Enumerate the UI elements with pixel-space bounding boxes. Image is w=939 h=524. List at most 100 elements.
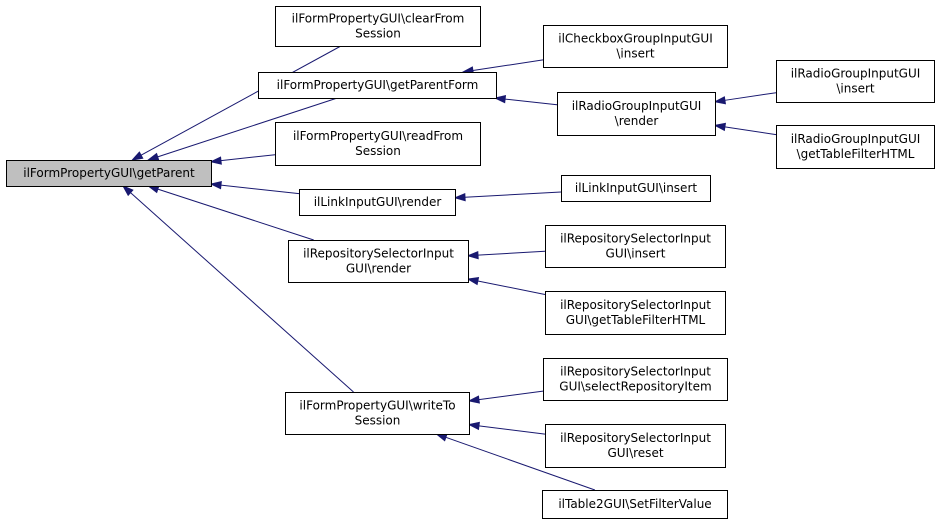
edge-line xyxy=(477,280,546,295)
node-label-line: ilFormPropertyGUI\clearFrom xyxy=(292,12,465,26)
node-box[interactable] xyxy=(561,175,711,202)
edge-arrowhead xyxy=(130,151,144,161)
edge-arrowhead xyxy=(713,96,727,105)
call-edge-clearFromSession-to-getParent xyxy=(130,45,342,161)
node-label-line: \insert xyxy=(616,47,655,61)
node-box[interactable] xyxy=(543,358,728,401)
node-label-line: \getTableFilterHTML xyxy=(797,147,915,161)
node-label-line: ilRepositorySelectorInput xyxy=(560,298,711,312)
node-label-line: Session xyxy=(355,144,401,158)
node-getParent[interactable]: ilFormPropertyGUI\getParent xyxy=(6,160,212,187)
node-label-line: ilRepositorySelectorInput xyxy=(560,431,711,445)
edge-arrowhead xyxy=(466,250,479,260)
call-edge-radioInsert-to-radioRender xyxy=(713,92,777,105)
edge-line xyxy=(140,45,342,156)
node-label-line: ilFormPropertyGUI\getParentForm xyxy=(277,78,479,92)
call-edge-linkInsert-to-linkRender xyxy=(453,191,562,202)
node-box[interactable] xyxy=(543,25,728,68)
node-box[interactable] xyxy=(557,92,716,136)
node-radioInsert[interactable]: ilRadioGroupInputGUI\insert xyxy=(776,60,935,103)
node-label-line: \render xyxy=(615,114,659,128)
edge-line xyxy=(445,436,596,491)
node-label-line: \insert xyxy=(836,82,875,96)
node-label-line: Session xyxy=(355,27,401,41)
call-edge-repoRender-to-getParent xyxy=(146,185,314,241)
call-edge-repoReset-to-writeToSession xyxy=(467,421,546,435)
edge-line xyxy=(157,97,338,158)
edge-line xyxy=(157,188,314,241)
node-box[interactable] xyxy=(285,392,470,435)
node-linkRender[interactable]: ilLinkInputGUI\render xyxy=(299,189,456,216)
node-getParentForm[interactable]: ilFormPropertyGUI\getParentForm xyxy=(258,72,497,99)
call-edge-repoTableFilter-to-repoRender xyxy=(466,276,546,295)
call-edge-checkboxInsert-to-getParentForm xyxy=(461,59,544,75)
node-label-line: ilTable2GUI\SetFilterValue xyxy=(558,497,711,511)
node-box[interactable] xyxy=(776,125,935,169)
node-label-line: ilLinkInputGUI\insert xyxy=(575,181,697,195)
node-label-line: GUI\selectRepositoryItem xyxy=(559,380,711,394)
edge-arrowhead xyxy=(467,421,480,431)
edge-line xyxy=(505,98,558,106)
node-box[interactable] xyxy=(545,225,726,268)
node-label-line: ilRadioGroupInputGUI xyxy=(791,67,921,81)
edge-arrowhead xyxy=(146,152,160,161)
edge-line xyxy=(478,390,544,401)
node-box[interactable] xyxy=(275,6,481,47)
node-label-line: GUI\insert xyxy=(606,247,666,261)
node-table2SetFilter[interactable]: ilTable2GUI\SetFilterValue xyxy=(542,490,728,519)
edge-arrowhead xyxy=(467,395,480,404)
node-radioRender[interactable]: ilRadioGroupInputGUI\render xyxy=(557,92,716,136)
node-box[interactable] xyxy=(542,490,728,519)
edge-arrowhead xyxy=(493,94,507,104)
node-repoTableFilter[interactable]: ilRepositorySelectorInputGUI\getTableFil… xyxy=(545,291,726,335)
node-label-line: ilFormPropertyGUI\readFrom xyxy=(293,129,463,143)
node-label-line: ilRadioGroupInputGUI xyxy=(791,132,921,146)
edge-line xyxy=(220,184,300,195)
node-linkInsert[interactable]: ilLinkInputGUI\insert xyxy=(561,175,711,202)
edge-line xyxy=(220,154,276,162)
node-label-line: ilRepositorySelectorInput xyxy=(560,365,711,379)
edge-line xyxy=(478,425,546,435)
edge-line xyxy=(477,250,546,256)
node-box[interactable] xyxy=(545,424,726,468)
node-box[interactable] xyxy=(288,240,469,283)
node-radioTableFilter[interactable]: ilRadioGroupInputGUI\getTableFilterHTML xyxy=(776,125,935,169)
call-edge-radioTableFilter-to-radioRender xyxy=(713,122,777,136)
node-label-line: ilRepositorySelectorInput xyxy=(303,247,454,261)
call-edge-readFromSession-to-getParent xyxy=(209,154,276,165)
edge-arrowhead xyxy=(121,184,134,197)
node-repoSelectItem[interactable]: ilRepositorySelectorInputGUI\selectRepos… xyxy=(543,358,728,401)
node-checkboxInsert[interactable]: ilCheckboxGroupInputGUI\insert xyxy=(543,25,728,68)
call-edge-repoInsert-to-repoRender xyxy=(466,250,546,260)
node-box[interactable] xyxy=(258,72,497,99)
node-box[interactable] xyxy=(299,189,456,216)
edge-arrowhead xyxy=(209,181,222,190)
edge-arrowhead xyxy=(466,276,480,286)
edge-line xyxy=(472,59,544,71)
node-label-line: ilCheckboxGroupInputGUI xyxy=(558,32,713,46)
edge-line xyxy=(724,126,777,136)
edge-line xyxy=(724,92,777,101)
node-label-line: GUI\render xyxy=(346,262,411,276)
node-label-line: ilFormPropertyGUI\getParent xyxy=(23,166,195,180)
edge-line xyxy=(464,191,562,198)
node-label-line: GUI\getTableFilterHTML xyxy=(566,313,706,327)
node-box[interactable] xyxy=(776,60,935,103)
node-label-line: ilLinkInputGUI\render xyxy=(314,195,442,209)
node-label-line: ilRadioGroupInputGUI xyxy=(572,99,702,113)
node-box[interactable] xyxy=(545,291,726,335)
call-edge-getParentForm-to-getParent xyxy=(146,97,338,161)
node-box[interactable] xyxy=(6,160,212,187)
node-box[interactable] xyxy=(275,122,481,166)
nodes-layer: ilFormPropertyGUI\getParent ilFormPropert… xyxy=(6,6,935,519)
call-edge-linkRender-to-getParent xyxy=(209,181,300,195)
node-label-line: ilFormPropertyGUI\writeTo xyxy=(299,399,455,413)
call-edge-writeToSession-to-getParent xyxy=(121,184,354,393)
